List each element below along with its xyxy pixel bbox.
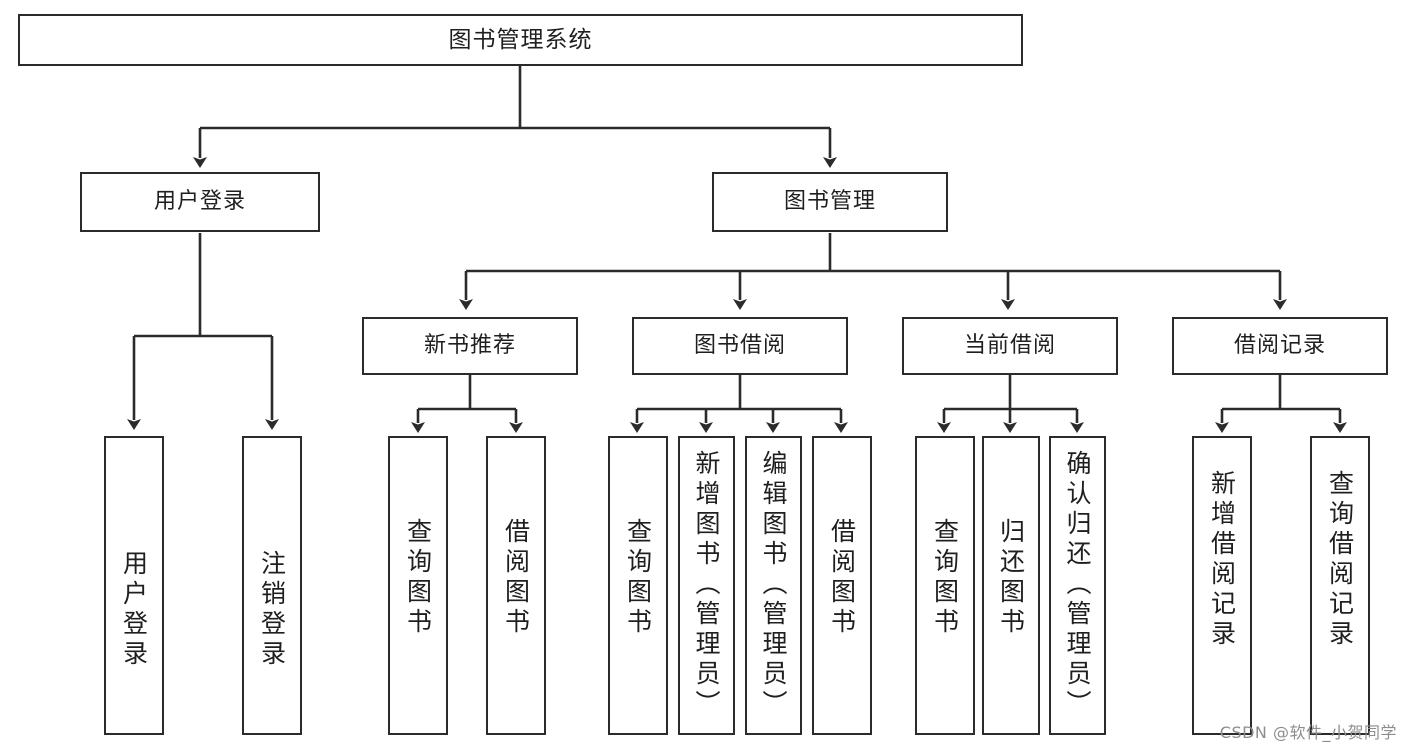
node-label: 注销登录 <box>257 550 287 670</box>
watermark-text: CSDN @软件_小贺同学 <box>1219 723 1397 742</box>
node-label: 查询图书 <box>930 518 960 638</box>
node-root-system[interactable]: 图书管理系统 <box>18 14 1023 66</box>
node-label: 确认归还（管理员） <box>1063 450 1092 720</box>
node-label: 归还图书 <box>996 518 1026 638</box>
node-book-management[interactable]: 图书管理 <box>712 172 948 232</box>
leaf-logout[interactable]: 注销登录 <box>242 436 302 735</box>
node-current-borrow[interactable]: 当前借阅 <box>902 317 1118 375</box>
node-label: 查询图书 <box>403 518 433 638</box>
leaf-query-borrow-record[interactable]: 查询借阅记录 <box>1310 436 1370 735</box>
node-label: 新增图书（管理员） <box>692 450 721 720</box>
node-label: 查询图书 <box>623 518 653 638</box>
leaf-query-book-recommend[interactable]: 查询图书 <box>388 436 448 735</box>
node-label: 图书借阅 <box>693 333 786 359</box>
node-label: 当前借阅 <box>963 333 1056 359</box>
node-label: 图书管理系统 <box>448 26 593 53</box>
node-label: 借阅图书 <box>827 518 857 638</box>
node-label: 图书管理 <box>783 189 876 215</box>
node-borrow-record[interactable]: 借阅记录 <box>1172 317 1388 375</box>
leaf-query-book-borrow[interactable]: 查询图书 <box>608 436 668 735</box>
node-book-borrow[interactable]: 图书借阅 <box>632 317 848 375</box>
node-label: 新书推荐 <box>423 333 516 359</box>
leaf-edit-book-admin[interactable]: 编辑图书（管理员） <box>745 436 802 735</box>
node-label: 编辑图书（管理员） <box>759 450 788 720</box>
node-label: 新增借阅记录 <box>1207 470 1237 650</box>
leaf-confirm-return-admin[interactable]: 确认归还（管理员） <box>1049 436 1106 735</box>
leaf-borrow-book[interactable]: 借阅图书 <box>812 436 872 735</box>
node-user-login[interactable]: 用户登录 <box>80 172 320 232</box>
node-label: 用户登录 <box>153 189 246 215</box>
leaf-add-book-admin[interactable]: 新增图书（管理员） <box>678 436 735 735</box>
leaf-return-book[interactable]: 归还图书 <box>982 436 1040 735</box>
leaf-user-login[interactable]: 用户登录 <box>104 436 164 735</box>
leaf-add-borrow-record[interactable]: 新增借阅记录 <box>1192 436 1252 735</box>
node-label: 借阅记录 <box>1233 333 1326 359</box>
leaf-borrow-book-recommend[interactable]: 借阅图书 <box>486 436 546 735</box>
node-label: 查询借阅记录 <box>1325 470 1355 650</box>
node-new-book-recommend[interactable]: 新书推荐 <box>362 317 578 375</box>
leaf-query-book-current[interactable]: 查询图书 <box>915 436 975 735</box>
node-label: 用户登录 <box>119 550 149 670</box>
node-label: 借阅图书 <box>501 518 531 638</box>
